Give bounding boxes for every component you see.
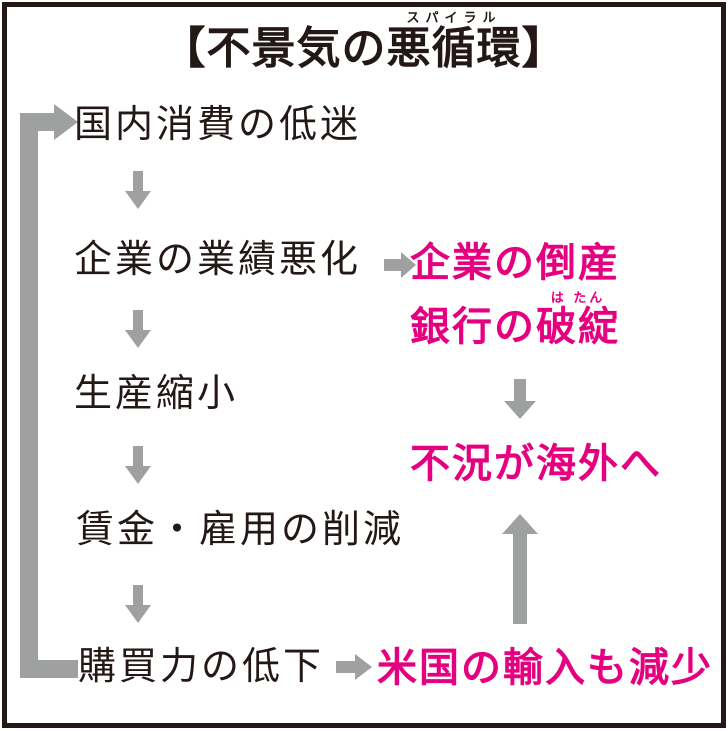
title-ruby: 悪循環スパイラル — [386, 10, 522, 73]
title-ruby-base: 悪循環 — [386, 24, 522, 73]
node-production-cutback: 生産縮小 — [74, 373, 239, 415]
node-bank-failure: 銀行の破綻は たん — [410, 290, 620, 347]
title-suffix: 】 — [521, 24, 567, 73]
bank-failure-prefix: 銀行の — [410, 305, 536, 349]
title-furigana: スパイラル — [386, 10, 522, 25]
bank-failure-ruby-base: 破綻 — [536, 305, 620, 349]
node-corporate-performance-decline: 企業の業績悪化 — [74, 239, 362, 281]
node-domestic-consumption-slump: 国内消費の低迷 — [74, 104, 362, 146]
bank-failure-furigana: は たん — [536, 290, 620, 305]
right-arrow-icon — [384, 252, 416, 278]
node-us-imports-decline: 米国の輸入も減少 — [377, 646, 713, 690]
title-prefix: 【不景気の — [161, 24, 387, 73]
loop-arrow-icon — [20, 104, 78, 678]
node-wage-employment-cuts: 賃金・雇用の削減 — [76, 509, 405, 551]
node-corporate-bankruptcy: 企業の倒産 — [410, 241, 620, 285]
bank-failure-ruby: 破綻は たん — [536, 290, 620, 349]
node-recession-overseas: 不況が海外へ — [410, 442, 662, 486]
node-purchasing-power-drop: 購買力の低下 — [78, 646, 325, 688]
right-arrow-icon — [336, 654, 372, 680]
up-arrow-icon — [502, 514, 538, 624]
down-arrow-icon — [125, 585, 151, 623]
diagram-title: 【不景気の悪循環スパイラル】 — [0, 10, 728, 75]
down-arrow-icon — [125, 446, 151, 484]
down-arrow-icon — [125, 310, 151, 348]
down-arrow-icon — [504, 379, 536, 419]
down-arrow-icon — [125, 171, 151, 209]
